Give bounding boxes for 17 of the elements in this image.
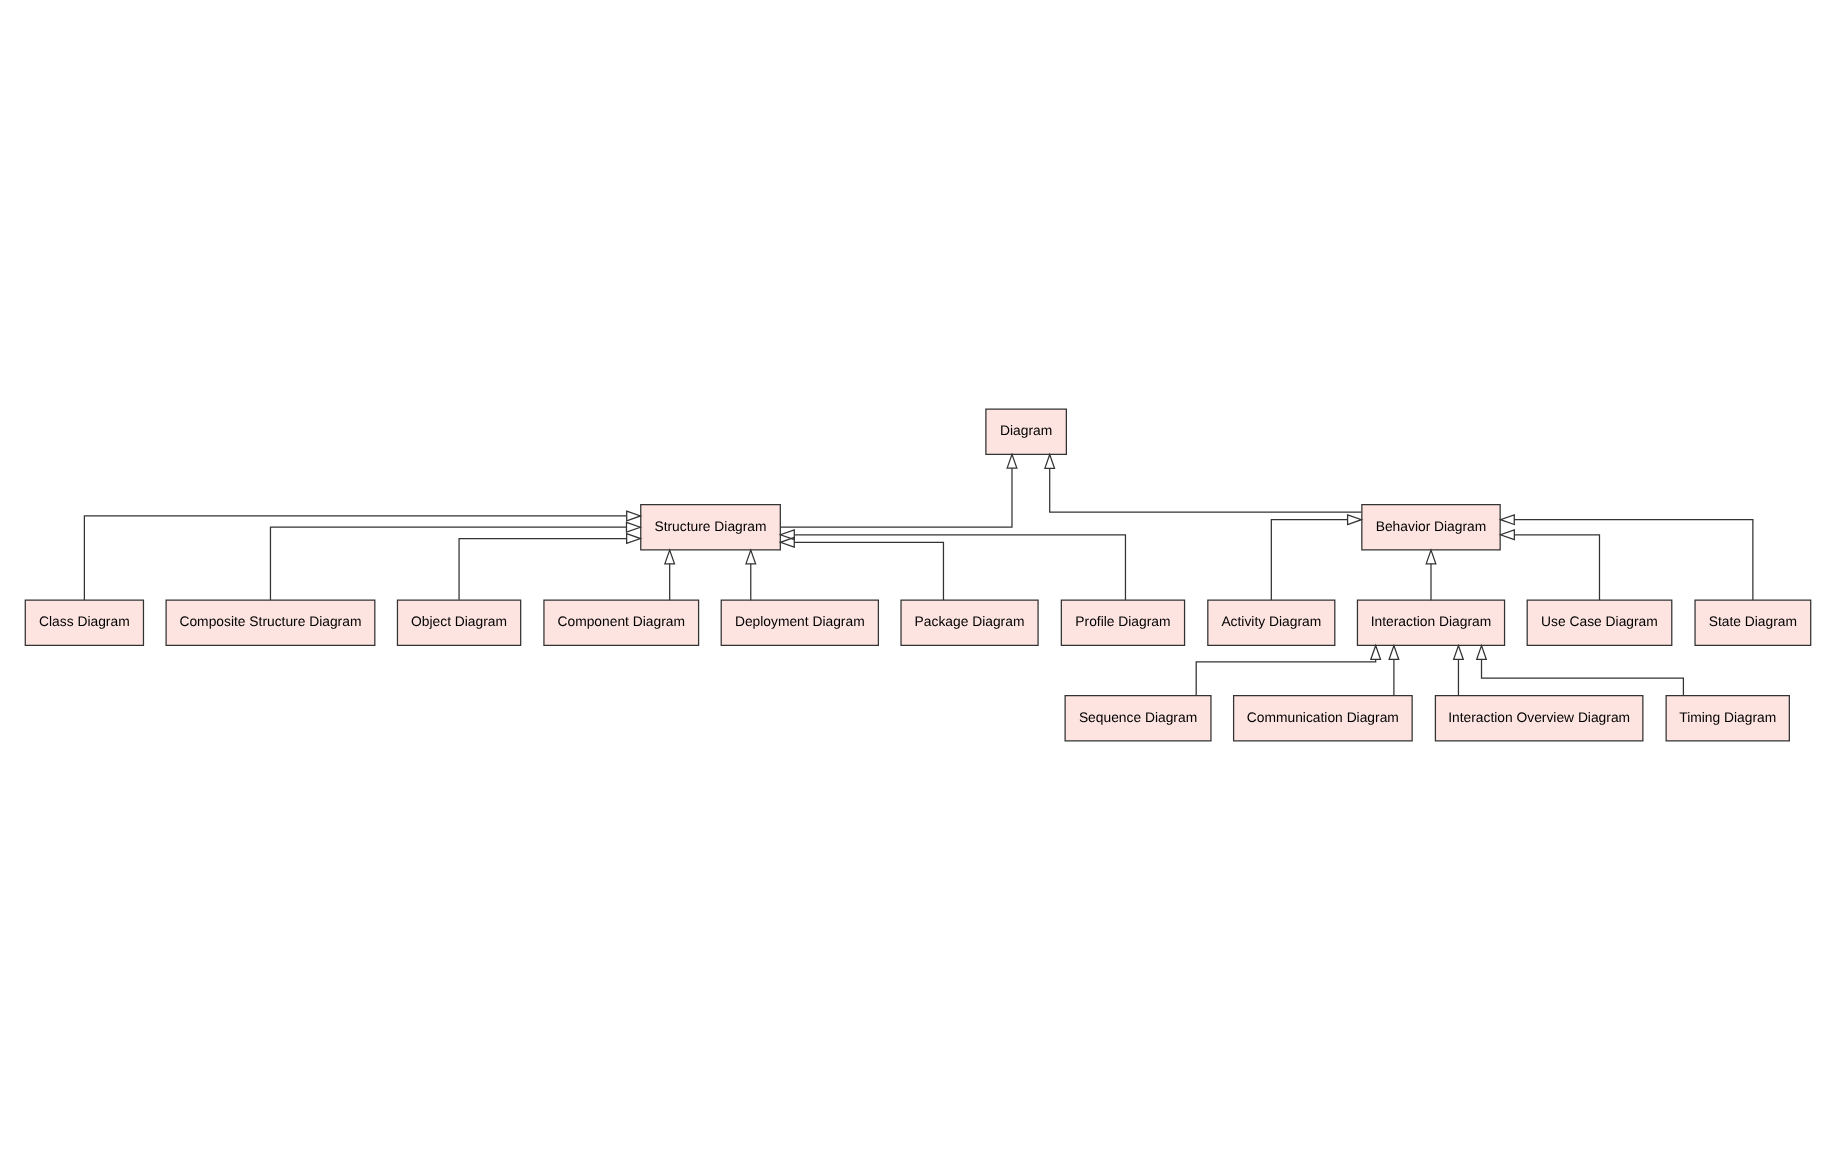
arrow [1195, 643, 1382, 697]
arrow [1475, 643, 1685, 697]
arrow [779, 452, 1018, 528]
arrow [1498, 529, 1601, 601]
arrow [83, 510, 643, 601]
arrow [269, 521, 643, 601]
arrow [1425, 548, 1437, 601]
arrow [1044, 452, 1363, 513]
arrow [1452, 643, 1465, 697]
arrow [1388, 643, 1400, 697]
arrow [1498, 513, 1754, 601]
arrow [745, 548, 757, 601]
arrow [663, 548, 676, 601]
arrow [778, 529, 1127, 601]
arrow [1270, 513, 1364, 601]
arrow [778, 536, 945, 601]
arrow [458, 532, 643, 601]
